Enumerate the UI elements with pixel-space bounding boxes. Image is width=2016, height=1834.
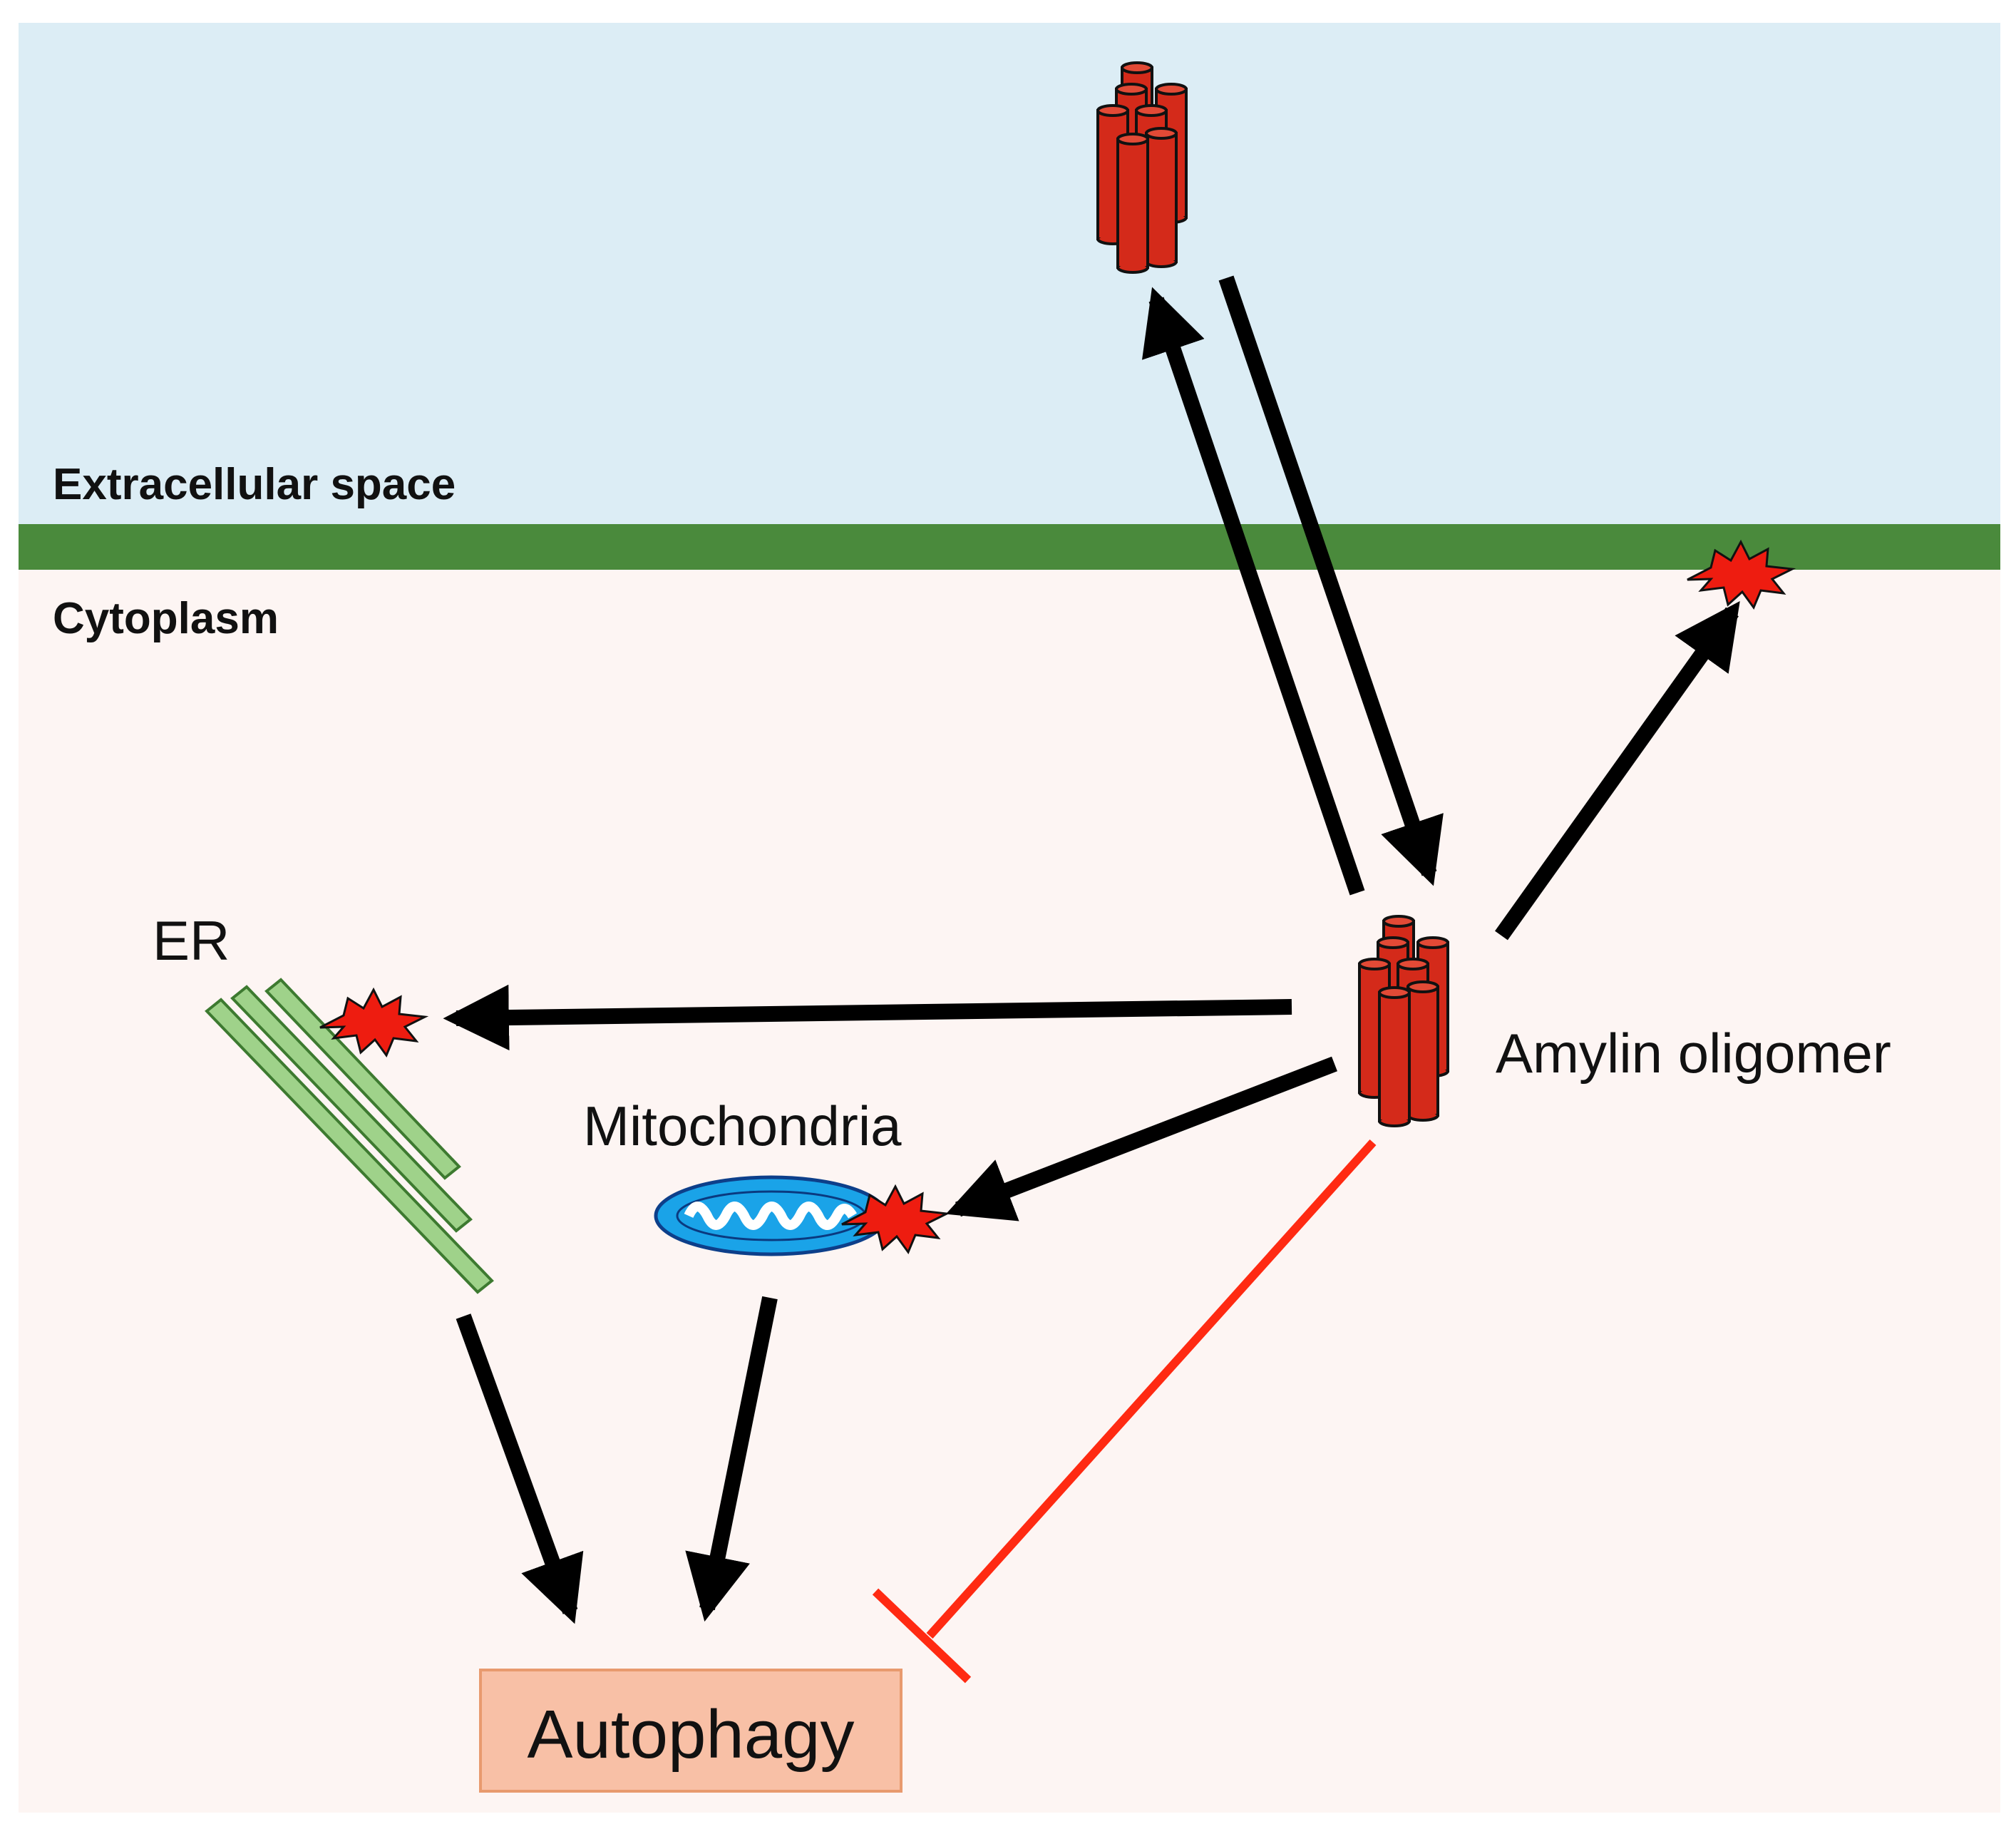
mitochondria-label: Mitochondria — [583, 1095, 902, 1157]
autophagy-label: Autophagy — [527, 1696, 854, 1773]
arrow-oligomer-to-er — [443, 984, 1292, 1051]
cell-membrane — [19, 524, 2000, 570]
arrow-mitochondria-to-autophagy — [685, 1296, 778, 1622]
extracellular-region — [19, 23, 2000, 524]
er-label: ER — [153, 909, 230, 972]
arrow-oligomer-to-extracellular — [1141, 287, 1365, 896]
inhibition-line — [872, 1139, 1377, 1684]
er-icon — [205, 978, 494, 1294]
arrow-er-to-autophagy — [456, 1313, 584, 1624]
autophagy-box — [479, 1669, 902, 1793]
amylin-oligomer-label: Amylin oligomer — [1496, 1022, 1891, 1085]
mitochondrion-icon — [654, 1175, 889, 1256]
extracellular-space-label: Extracellular space — [53, 460, 456, 509]
arrow-oligomer-to-mitochondria — [945, 1056, 1337, 1221]
arrow-extracellular-to-oligomer — [1218, 275, 1444, 886]
arrows — [443, 275, 1740, 1624]
arrow-oligomer-to-membrane — [1495, 600, 1740, 941]
cytoplasm-label: Cytoplasm — [53, 594, 279, 643]
